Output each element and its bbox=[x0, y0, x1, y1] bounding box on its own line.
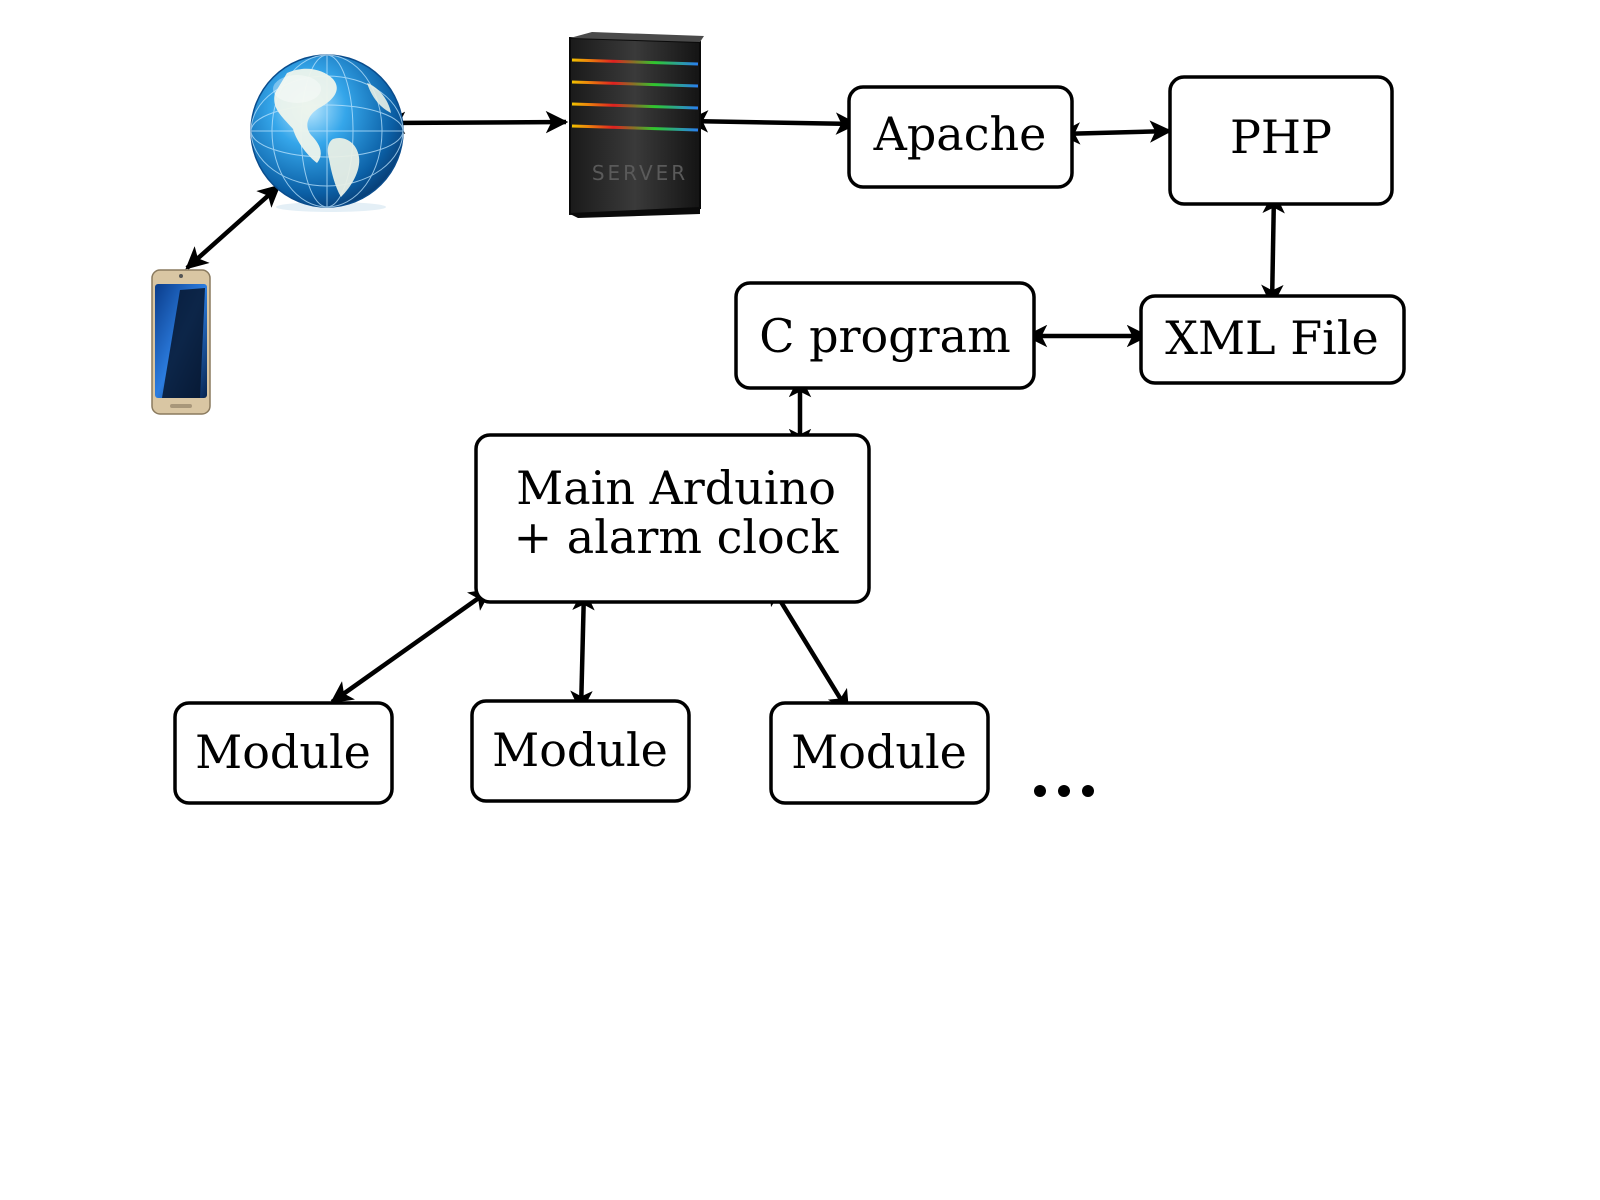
server-icon: SERVER bbox=[569, 32, 704, 218]
connectors bbox=[185, 110, 1285, 714]
edge-phone-internet bbox=[185, 184, 281, 270]
edge-arduino-module-1 bbox=[330, 588, 492, 704]
globe-icon bbox=[250, 54, 404, 212]
edge-apache-php bbox=[1057, 120, 1173, 145]
c-program-node: C program bbox=[734, 281, 1036, 390]
main-arduino-label-line1: Main Arduino bbox=[516, 461, 836, 515]
smartphone-icon bbox=[151, 269, 211, 415]
module-node-1: Module bbox=[173, 701, 394, 805]
module-label: Module bbox=[492, 723, 668, 777]
xml-file-node: XML File bbox=[1139, 294, 1406, 385]
edge-php-xml bbox=[1261, 190, 1285, 308]
php-label: PHP bbox=[1230, 110, 1332, 164]
module-node-2: Module bbox=[470, 699, 691, 803]
php-node: PHP bbox=[1168, 75, 1394, 206]
module-label: Module bbox=[791, 725, 967, 779]
c-program-label: C program bbox=[759, 309, 1010, 363]
server-caption: SERVER bbox=[592, 161, 688, 185]
xml-file-label: XML File bbox=[1165, 311, 1379, 365]
apache-node: Apache bbox=[847, 85, 1074, 189]
module-node-3: Module bbox=[769, 701, 990, 805]
module-label: Module bbox=[195, 725, 371, 779]
edge-arduino-module-2 bbox=[570, 587, 595, 714]
main-arduino-node: Main Arduino + alarm clock bbox=[474, 433, 871, 604]
edge-server-apache bbox=[685, 110, 859, 135]
main-arduino-label-line2: + alarm clock bbox=[514, 510, 840, 564]
more-modules-ellipsis bbox=[1034, 785, 1094, 797]
edge-arduino-module-3 bbox=[768, 582, 850, 713]
apache-label: Apache bbox=[873, 107, 1047, 161]
edge-internet-server bbox=[382, 110, 569, 135]
